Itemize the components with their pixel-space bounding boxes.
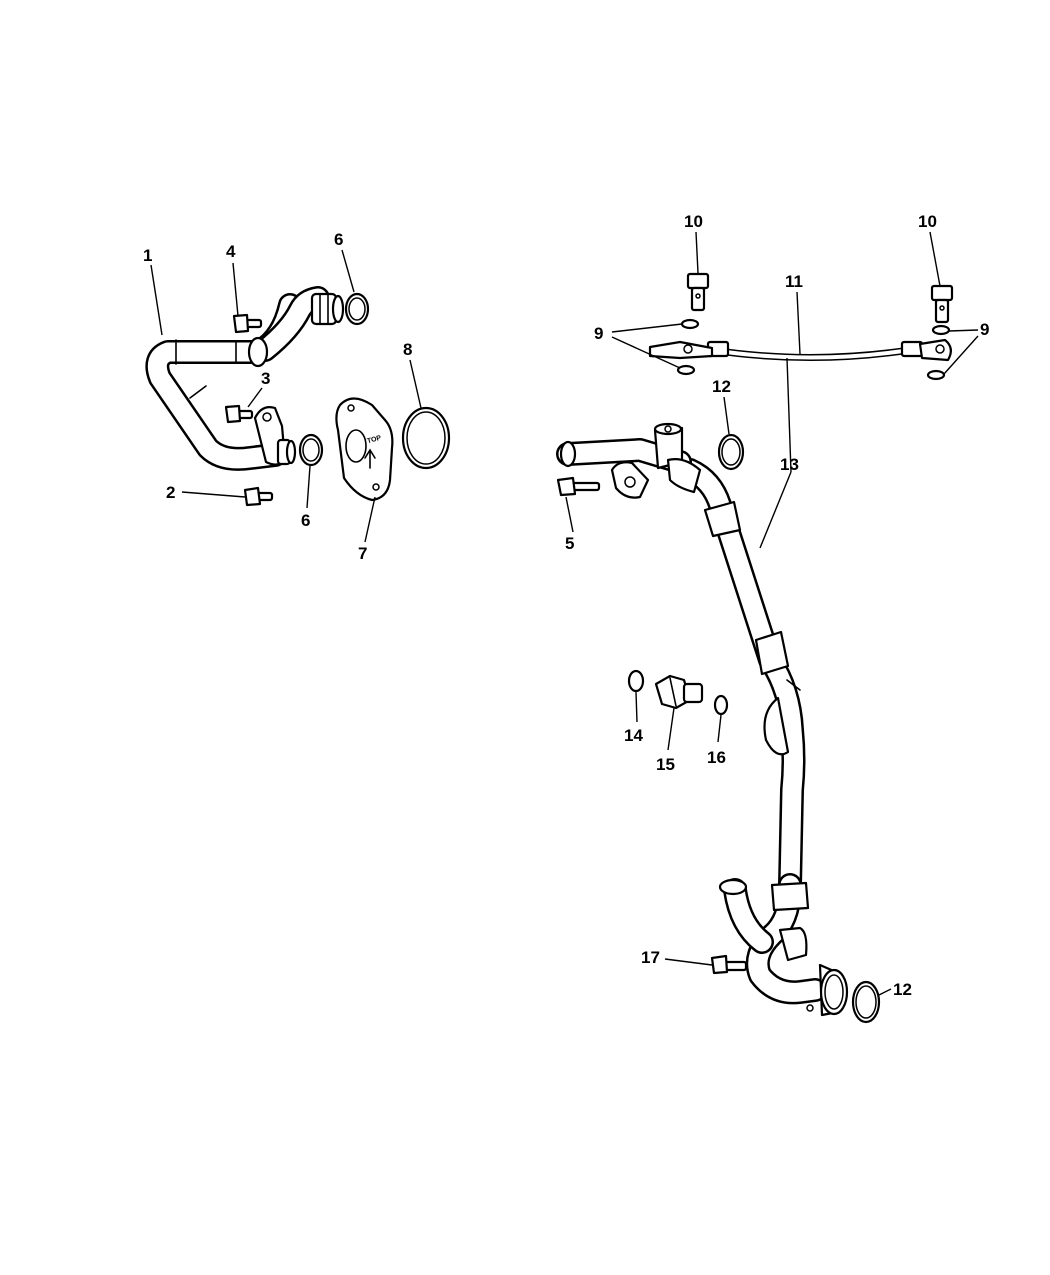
part-3-bolt xyxy=(224,404,254,424)
callout-9-right: 9 xyxy=(980,320,989,339)
callout-1: 1 xyxy=(143,246,152,265)
callout-10-left: 10 xyxy=(684,212,703,231)
part-15-adapter-fitting xyxy=(654,674,704,710)
part-12-o-ring-upper xyxy=(717,433,745,471)
callout-12-upper: 12 xyxy=(712,377,731,396)
callout-3: 3 xyxy=(261,369,270,388)
plate-marking-text: TOP xyxy=(366,435,382,446)
part-2-bolt xyxy=(243,486,274,507)
part-10-banjo-bolt-left xyxy=(686,272,710,312)
callout-15: 15 xyxy=(656,755,675,774)
part-16-o-ring xyxy=(713,694,729,716)
part-5-bolt xyxy=(556,476,601,497)
leader-lines xyxy=(150,231,979,996)
callout-17: 17 xyxy=(641,948,660,967)
callout-5: 5 xyxy=(565,534,574,553)
part-1-coolant-tube xyxy=(145,286,345,471)
part-7-cover-plate: TOP xyxy=(335,397,394,502)
callout-14: 14 xyxy=(624,726,643,745)
part-6-o-ring-lower xyxy=(298,433,324,467)
callout-2: 2 xyxy=(166,483,175,502)
callout-13: 13 xyxy=(780,455,799,474)
part-14-o-ring xyxy=(627,669,645,693)
callout-8: 8 xyxy=(403,340,412,359)
part-6-o-ring-upper xyxy=(344,292,370,326)
callout-4: 4 xyxy=(226,242,236,261)
part-8-gasket xyxy=(401,406,451,470)
part-9-washers xyxy=(676,318,951,381)
callout-6-lower: 6 xyxy=(301,511,310,530)
callout-9-left: 9 xyxy=(594,324,603,343)
callout-labels: 1 2 3 4 5 6 6 7 8 9 9 10 10 11 12 12 13 … xyxy=(143,212,989,999)
part-13-coolant-tube xyxy=(556,422,849,1017)
part-17-bolt xyxy=(710,954,748,975)
callout-16: 16 xyxy=(707,748,726,767)
callout-12-lower: 12 xyxy=(893,980,912,999)
callout-10-right: 10 xyxy=(918,212,937,231)
part-11-hose xyxy=(648,338,952,362)
part-4-bolt xyxy=(232,313,263,334)
callout-6-upper: 6 xyxy=(334,230,343,249)
part-10-banjo-bolt-right xyxy=(930,284,954,324)
callout-11: 11 xyxy=(785,272,803,291)
part-12-o-ring-lower xyxy=(851,980,881,1024)
callout-7: 7 xyxy=(358,544,367,563)
